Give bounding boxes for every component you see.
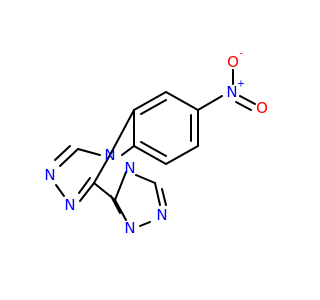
bond: [93, 154, 111, 184]
bond: [165, 145, 199, 165]
atom-n: N: [156, 206, 167, 224]
bond: [197, 95, 223, 111]
bond: [139, 221, 151, 227]
structure-diagram: N N N N N N N + O - O: [44, 49, 268, 238]
atom-o: O: [256, 99, 268, 117]
bond: [239, 95, 256, 105]
bond: [110, 195, 121, 214]
bond: [55, 184, 65, 197]
atom-n: N: [124, 159, 135, 177]
bond: [114, 171, 127, 201]
bond: [133, 91, 167, 111]
atom-labels: N N N N N N N + O - O: [44, 49, 268, 238]
bond: [165, 91, 199, 111]
bonds: [54, 69, 256, 227]
nitro-o-charge: -: [239, 49, 243, 60]
bond: [135, 174, 156, 184]
bond: [77, 148, 101, 156]
bond: [79, 182, 95, 202]
atom-n: N: [124, 219, 135, 237]
bond: [54, 145, 71, 161]
atom-n: N: [64, 196, 75, 214]
bond: [235, 101, 252, 111]
molecule-canvas: N N N N N N N + O - O: [44, 49, 268, 238]
bond: [109, 109, 135, 156]
bond: [140, 141, 167, 157]
bond: [161, 188, 167, 206]
atom-n: N: [44, 166, 55, 184]
bond: [59, 148, 79, 167]
nitro-n-charge: +: [237, 79, 245, 90]
bond: [140, 99, 167, 115]
bond: [78, 177, 91, 194]
nitro-n: N: [226, 83, 237, 101]
bond: [133, 145, 167, 165]
bond: [121, 145, 135, 156]
bond: [114, 199, 127, 221]
bond: [154, 182, 161, 206]
atom-o: O: [227, 53, 239, 71]
atom-n: N: [104, 146, 115, 164]
